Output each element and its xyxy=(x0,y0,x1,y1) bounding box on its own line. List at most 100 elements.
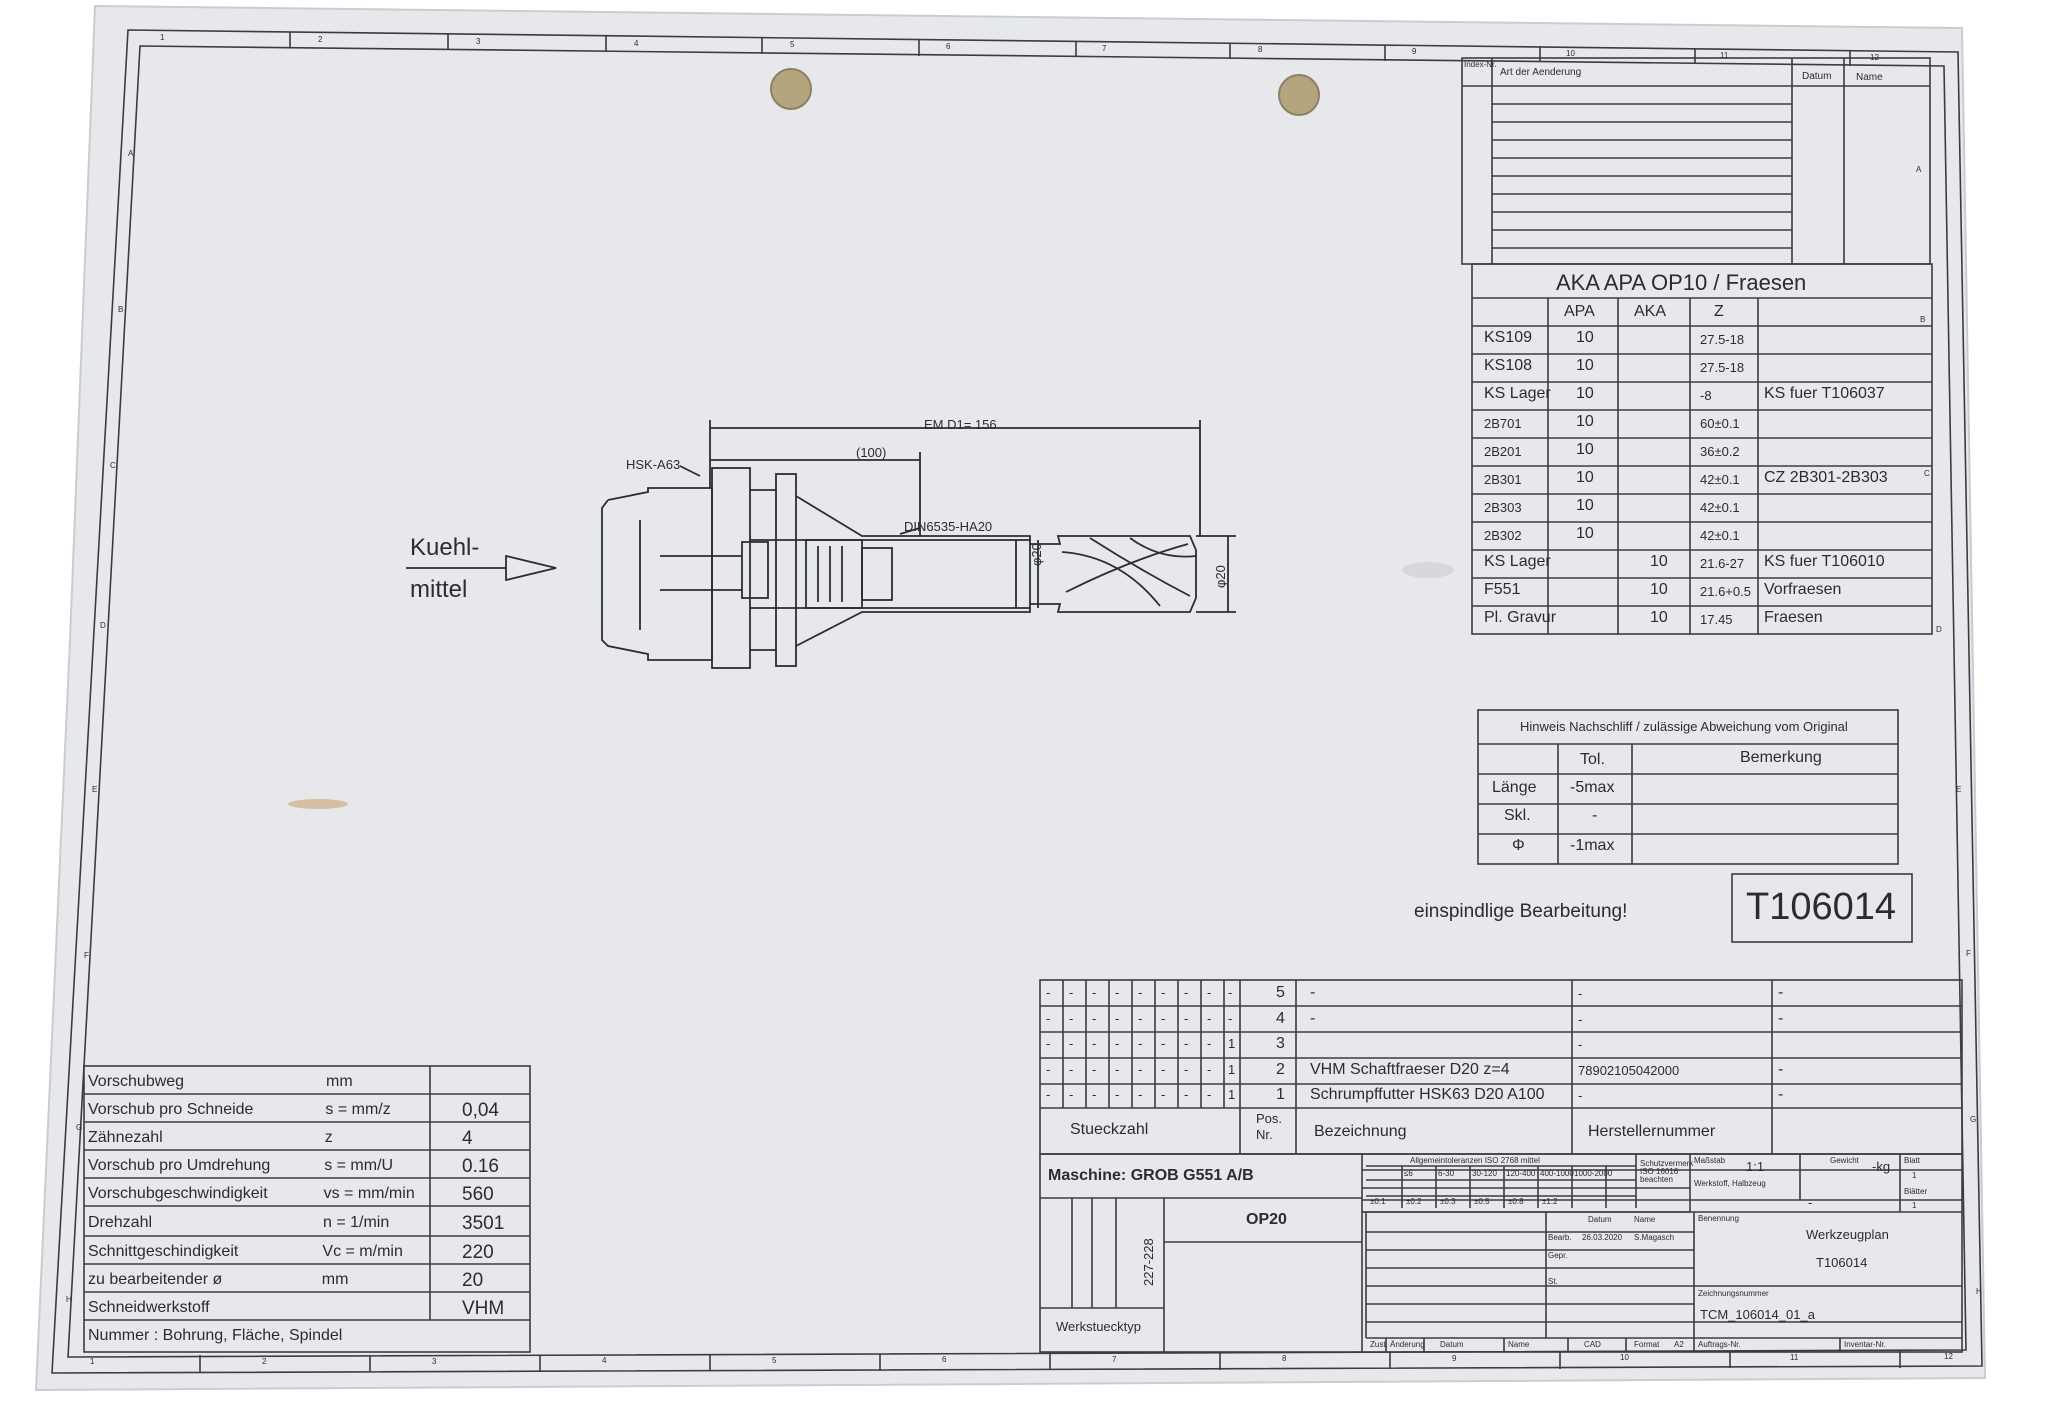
parts-row-2-qty-7: - xyxy=(1184,1010,1189,1026)
parts-row-1-qty-4: - xyxy=(1115,985,1120,1000)
parts-row-4-qty-7: - xyxy=(1184,1061,1189,1077)
parts-header-pos1: Pos. xyxy=(1256,1111,1283,1126)
parts-row-3-qty-7: - xyxy=(1184,1036,1189,1052)
tol-value-4: ±0.5 xyxy=(1474,1197,1490,1206)
parts-row-3-qty-2: - xyxy=(1069,1036,1074,1052)
parts-row-2-qty-8: - xyxy=(1207,1010,1212,1026)
sheets-value: 1 xyxy=(1912,1201,1917,1210)
parts-row-2-extra: - xyxy=(1778,1009,1784,1027)
parts-row-5-qty-8: - xyxy=(1207,1087,1212,1103)
machining-header-apa: APA xyxy=(1564,303,1595,320)
parts-row-5-description: Schrumpffutter HSK63 D20 A100 xyxy=(1310,1086,1545,1104)
cutting-row-5-value: 560 xyxy=(462,1184,494,1205)
cutting-row-4-unit: s = mm/U xyxy=(324,1157,394,1174)
collet-label: DIN6535-HA20 xyxy=(904,519,993,534)
parts-header-mfr: Herstellernummer xyxy=(1588,1123,1716,1140)
revision-name-header: Name xyxy=(1856,72,1883,83)
parts-row-5-qty-5: - xyxy=(1138,1087,1143,1103)
parts-row-1-qty-5: - xyxy=(1138,985,1143,1000)
grid-col-3-bottom: 3 xyxy=(432,1357,437,1366)
cutting-row-3-unit: z xyxy=(324,1129,333,1146)
cutting-row-1-label: Vorschubweg xyxy=(88,1073,185,1090)
parts-row-3-qty-3: - xyxy=(1092,1036,1097,1052)
cutting-row-1-unit: mm xyxy=(326,1073,353,1090)
parts-row-3-qty-8: - xyxy=(1207,1036,1212,1052)
parts-row-1-extra: - xyxy=(1778,984,1784,1001)
revision-date-header: Datum xyxy=(1802,71,1832,82)
parts-row-5-pos: 1 xyxy=(1276,1086,1285,1104)
machining-row-3-col-1: KS Lager xyxy=(1484,385,1551,402)
cutting-row-8-label: zu bearbeitender ø xyxy=(88,1271,223,1288)
coolant-label-line2: mittel xyxy=(410,576,468,603)
machining-row-3-col-2: 10 xyxy=(1576,385,1594,402)
grid-col-7: 7 xyxy=(1102,44,1107,53)
grid-row-b: B xyxy=(118,305,124,314)
cutting-row-9-label: Schneidwerkstoff xyxy=(88,1299,210,1316)
machining-row-2-col-1: KS108 xyxy=(1484,357,1533,374)
parts-header-pos2: Nr. xyxy=(1256,1127,1273,1142)
tol-range-3: 30-120 xyxy=(1472,1169,1497,1178)
parts-row-5-manufacturer-number: - xyxy=(1578,1088,1583,1104)
parts-row-3-qty-6: - xyxy=(1161,1036,1166,1052)
parts-row-2-pos: 4 xyxy=(1276,1009,1285,1027)
cutting-row-2-unit: s = mm/z xyxy=(325,1101,391,1118)
cutting-row-5-label: Vorschubgeschwindigkeit xyxy=(88,1185,268,1202)
parts-row-4-qty-3: - xyxy=(1092,1061,1097,1077)
grid-row-f-right: F xyxy=(1966,949,1971,958)
cad-label: CAD xyxy=(1584,1340,1601,1349)
machining-row-1-col-4: 27.5-18 xyxy=(1700,332,1745,347)
parts-row-2-qty-2: - xyxy=(1069,1010,1074,1026)
parts-row-4-extra: - xyxy=(1778,1060,1784,1078)
revision-index-header: Index-Nr. xyxy=(1464,60,1497,69)
parts-row-4-qty-2: - xyxy=(1069,1061,1074,1077)
parts-row-5-qty-1: - xyxy=(1046,1087,1051,1103)
grid-col-5: 5 xyxy=(790,40,795,49)
weight-label: Gewicht xyxy=(1830,1156,1859,1165)
grid-col-12: 12 xyxy=(1870,53,1879,62)
cutting-row-2-label: Vorschub pro Schneide xyxy=(88,1101,254,1118)
scale-label: Maßstab xyxy=(1694,1156,1726,1165)
parts-row-4-description: VHM Schaftfraeser D20 z=4 xyxy=(1310,1060,1510,1078)
grid-col-1: 1 xyxy=(160,33,165,42)
operation-label: OP20 xyxy=(1246,1211,1287,1228)
parts-row-3-qty-4: - xyxy=(1115,1036,1120,1052)
grid-col-9-bottom: 9 xyxy=(1452,1354,1457,1363)
machining-row-4-col-4: 60±0.1 xyxy=(1700,416,1740,431)
machining-row-11-col-4: 17.45 xyxy=(1700,612,1733,627)
machining-row-5-col-2: 10 xyxy=(1576,441,1594,458)
parts-row-1-qty-7: - xyxy=(1184,985,1189,1000)
parts-row-2-qty-5: - xyxy=(1138,1010,1143,1026)
std-label: St. xyxy=(1548,1277,1558,1286)
grid-col-4-bottom: 4 xyxy=(602,1356,607,1365)
grid-col-10-bottom: 10 xyxy=(1620,1353,1629,1362)
date-label: Datum xyxy=(1588,1215,1612,1224)
grid-row-a-right: A xyxy=(1916,165,1922,174)
parts-row-2-qty-6: - xyxy=(1161,1010,1166,1026)
grid-col-4: 4 xyxy=(634,39,639,48)
drawn-date: 26.03.2020 xyxy=(1582,1233,1623,1242)
punch-hole-left xyxy=(770,68,812,110)
date2-label: Datum xyxy=(1440,1340,1464,1349)
tol-value-2: ±0.2 xyxy=(1406,1197,1422,1206)
format-label: Format xyxy=(1634,1340,1660,1349)
grid-row-a: A xyxy=(128,149,134,158)
sheet-label: Blatt xyxy=(1904,1156,1921,1165)
grid-row-g-right: G xyxy=(1970,1115,1977,1124)
status-label: Zust. xyxy=(1370,1340,1388,1349)
regrind-header-tol: Tol. xyxy=(1580,751,1605,768)
parts-header-qty: Stueckzahl xyxy=(1070,1121,1149,1138)
drawn-name: S.Magasch xyxy=(1634,1233,1675,1242)
parts-row-5-qty-3: - xyxy=(1092,1087,1097,1103)
machining-row-6-col-5: CZ 2B301-2B303 xyxy=(1764,469,1888,486)
part-range: 227-228 xyxy=(1141,1238,1156,1286)
parts-row-1-qty-3: - xyxy=(1092,985,1097,1000)
grid-col-8-bottom: 8 xyxy=(1282,1354,1287,1363)
grid-col-11: 11 xyxy=(1720,51,1729,60)
parts-row-5-qty-9: 1 xyxy=(1228,1087,1236,1103)
machining-row-7-col-4: 42±0.1 xyxy=(1700,500,1740,515)
protection-note: Schutzvermerk ISO 16016 beachten xyxy=(1640,1159,1694,1184)
parts-row-3-pos: 3 xyxy=(1276,1035,1285,1053)
parts-row-4-qty-9: 1 xyxy=(1228,1061,1236,1077)
parts-row-1-qty-2: - xyxy=(1069,985,1074,1000)
machining-row-5-col-4: 36±0.2 xyxy=(1700,444,1740,459)
